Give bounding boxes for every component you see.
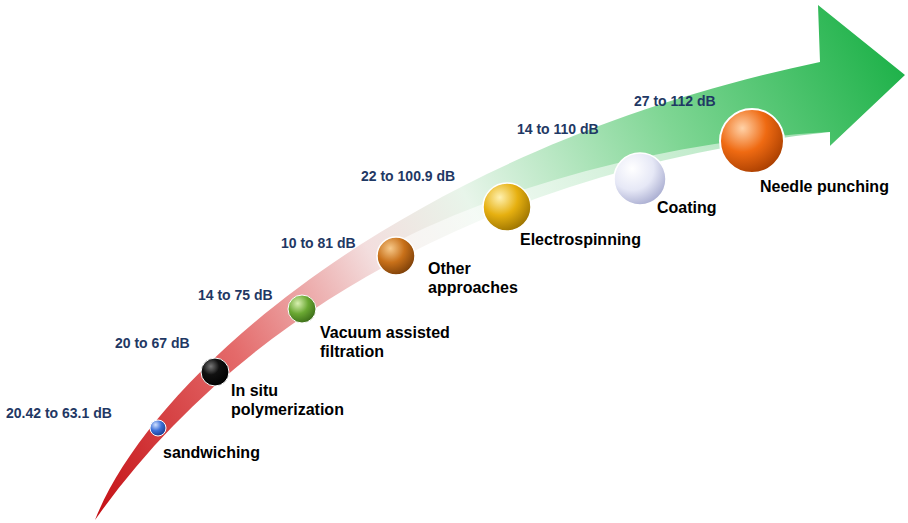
value-range-label: 20.42 to 63.1 dB — [6, 405, 112, 422]
sphere — [201, 358, 229, 386]
sphere — [150, 420, 166, 436]
sphere — [288, 295, 316, 323]
method-label: sandwiching — [163, 443, 260, 462]
method-label: Coating — [657, 198, 717, 217]
value-range-label: 22 to 100.9 dB — [361, 168, 455, 185]
method-label: Vacuum assisted filtration — [320, 323, 470, 361]
method-label: In situ polymerization — [231, 381, 357, 419]
method-label: Needle punching — [760, 177, 889, 196]
value-range-label: 14 to 110 dB — [517, 121, 599, 138]
sphere — [720, 109, 784, 173]
value-range-label: 20 to 67 dB — [115, 335, 190, 352]
method-label: Other approaches — [428, 259, 528, 297]
value-range-label: 10 to 81 dB — [281, 235, 356, 252]
sphere — [377, 237, 415, 275]
sphere — [483, 183, 531, 231]
value-range-label: 14 to 75 dB — [198, 287, 273, 304]
method-label: Electrospinning — [520, 230, 641, 249]
curved-arrow — [95, 5, 905, 520]
value-range-label: 27 to 112 dB — [634, 93, 716, 110]
arrow-fade — [400, 75, 905, 300]
sphere — [614, 153, 666, 205]
